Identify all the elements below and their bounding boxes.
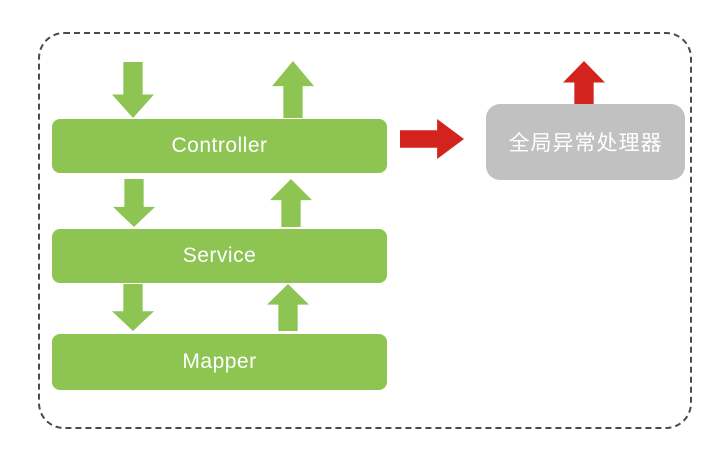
- global-exception-handler-label: 全局异常处理器: [508, 132, 663, 155]
- mapper-box: Mapper: [52, 334, 387, 390]
- service-box: Service: [52, 229, 387, 283]
- service-label: Service: [182, 244, 257, 267]
- mapper-label: Mapper: [182, 350, 257, 373]
- global-exception-handler-box: 全局异常处理器: [486, 104, 685, 180]
- controller-box: Controller: [52, 119, 387, 173]
- dashed-border-frame: [38, 32, 692, 429]
- controller-label: Controller: [171, 134, 268, 157]
